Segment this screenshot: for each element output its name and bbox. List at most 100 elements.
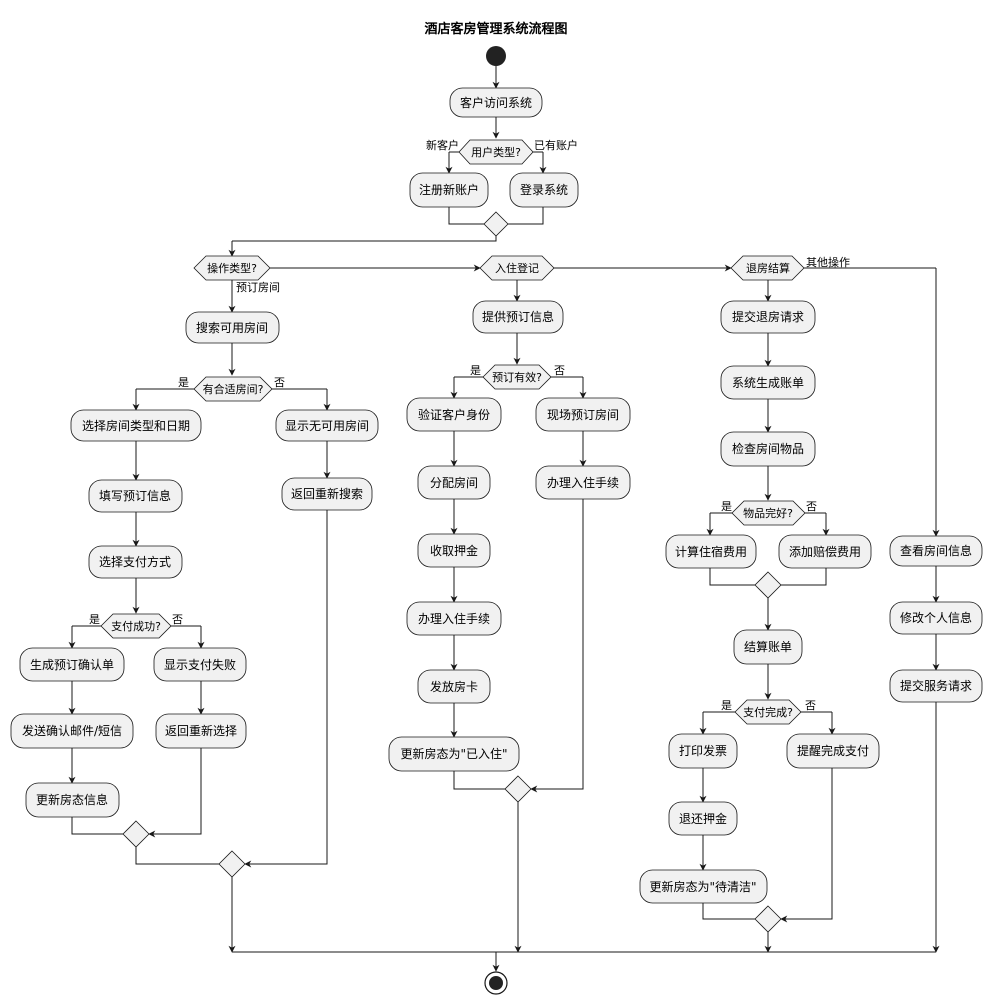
svg-text:发放房卡: 发放房卡 bbox=[430, 679, 478, 694]
node-issue-card: 发放房卡 bbox=[417, 669, 491, 704]
label-yes: 是 bbox=[178, 376, 189, 389]
diagram-title: 酒店客房管理系统流程图 bbox=[424, 21, 567, 37]
svg-text:更新房态为"已入住": 更新房态为"已入住" bbox=[400, 746, 507, 761]
svg-text:选择房间类型和日期: 选择房间类型和日期 bbox=[82, 418, 190, 433]
decision-pay-done: 支付完成? bbox=[734, 699, 802, 725]
svg-text:打印发票: 打印发票 bbox=[679, 743, 727, 758]
decision-checkout: 退房结算 bbox=[730, 255, 805, 281]
node-visit: 客户访问系统 bbox=[449, 87, 543, 118]
svg-text:系统生成账单: 系统生成账单 bbox=[732, 376, 804, 390]
svg-text:入住登记: 入住登记 bbox=[495, 261, 539, 275]
label-no: 否 bbox=[172, 613, 183, 626]
node-verify-id: 验证客户身份 bbox=[406, 397, 502, 432]
decision-items-ok: 物品完好? bbox=[731, 500, 806, 526]
node-send-confirm: 发送确认邮件/短信 bbox=[10, 713, 134, 749]
node-submit-checkout: 提交退房请求 bbox=[720, 300, 816, 334]
svg-text:计算住宿费用: 计算住宿费用 bbox=[675, 544, 747, 559]
node-gen-bill: 系统生成账单 bbox=[720, 365, 816, 400]
svg-text:更新房态信息: 更新房态信息 bbox=[36, 792, 108, 807]
node-walkin-booking: 现场预订房间 bbox=[535, 397, 631, 432]
label-yes: 是 bbox=[89, 613, 100, 626]
merge-booking bbox=[218, 850, 246, 878]
svg-text:提供预订信息: 提供预订信息 bbox=[482, 309, 554, 324]
svg-text:选择支付方式: 选择支付方式 bbox=[99, 554, 171, 569]
node-select-payment: 选择支付方式 bbox=[88, 545, 183, 579]
decision-user-type: 用户类型? bbox=[458, 139, 534, 165]
node-check-items: 检查房间物品 bbox=[720, 431, 816, 467]
decision-room-ok: 有合适房间? bbox=[193, 376, 273, 402]
node-register: 注册新账户 bbox=[409, 172, 489, 208]
node-submit-service: 提交服务请求 bbox=[889, 669, 983, 703]
svg-text:提醒完成支付: 提醒完成支付 bbox=[797, 743, 869, 758]
node-edit-profile: 修改个人信息 bbox=[889, 601, 983, 635]
node-do-checkin: 办理入住手续 bbox=[406, 601, 502, 636]
node-calc-stay: 计算住宿费用 bbox=[665, 534, 757, 569]
label-yes: 是 bbox=[721, 500, 732, 513]
label-yes: 是 bbox=[721, 699, 732, 712]
svg-text:修改个人信息: 修改个人信息 bbox=[900, 610, 972, 625]
svg-text:提交服务请求: 提交服务请求 bbox=[900, 678, 972, 693]
svg-text:添加赔偿费用: 添加赔偿费用 bbox=[789, 544, 861, 559]
end-node bbox=[484, 971, 508, 995]
svg-text:收取押金: 收取押金 bbox=[430, 543, 478, 558]
node-assign-room: 分配房间 bbox=[417, 465, 491, 500]
svg-text:注册新账户: 注册新账户 bbox=[419, 182, 479, 197]
label-new-customer: 新客户 bbox=[426, 138, 459, 152]
svg-text:提交退房请求: 提交退房请求 bbox=[732, 309, 804, 324]
svg-text:登录系统: 登录系统 bbox=[520, 182, 568, 197]
node-select-room: 选择房间类型和日期 bbox=[70, 409, 202, 442]
svg-text:生成预订确认单: 生成预订确认单 bbox=[30, 658, 114, 672]
label-yes: 是 bbox=[470, 364, 481, 377]
node-back-research: 返回重新搜索 bbox=[281, 477, 373, 511]
svg-text:办理入住手续: 办理入住手续 bbox=[547, 475, 619, 490]
svg-text:用户类型?: 用户类型? bbox=[471, 145, 521, 159]
node-add-damage: 添加赔偿费用 bbox=[778, 534, 872, 569]
svg-text:返回重新搜索: 返回重新搜索 bbox=[291, 486, 363, 501]
node-collect-deposit: 收取押金 bbox=[417, 533, 491, 568]
decision-booking-valid: 预订有效? bbox=[482, 364, 552, 390]
edges bbox=[68, 66, 940, 972]
svg-text:退房结算: 退房结算 bbox=[746, 261, 790, 275]
label-book-room: 预订房间 bbox=[236, 281, 280, 294]
label-has-account: 已有账户 bbox=[534, 138, 578, 152]
node-show-pay-fail: 显示支付失败 bbox=[153, 647, 247, 682]
node-settle-bill: 结算账单 bbox=[733, 629, 803, 665]
svg-text:分配房间: 分配房间 bbox=[430, 475, 478, 490]
svg-text:物品完好?: 物品完好? bbox=[743, 506, 793, 520]
svg-text:操作类型?: 操作类型? bbox=[207, 261, 257, 275]
node-back-reselect: 返回重新选择 bbox=[155, 713, 247, 749]
merge-items bbox=[754, 571, 782, 599]
node-walkin-checkin: 办理入住手续 bbox=[535, 465, 631, 500]
svg-text:支付完成?: 支付完成? bbox=[743, 705, 793, 719]
decision-checkin: 入住登记 bbox=[479, 255, 555, 281]
svg-text:结算账单: 结算账单 bbox=[744, 639, 792, 654]
node-update-cleaning: 更新房态为"待清洁" bbox=[639, 869, 768, 904]
svg-text:搜索可用房间: 搜索可用房间 bbox=[196, 320, 268, 335]
svg-text:退还押金: 退还押金 bbox=[679, 811, 727, 826]
label-no: 否 bbox=[274, 376, 285, 389]
decision-pay-ok: 支付成功? bbox=[100, 613, 172, 639]
merge-checkout bbox=[754, 905, 782, 933]
merge-pay bbox=[122, 820, 150, 848]
node-login: 登录系统 bbox=[509, 172, 579, 208]
node-print-invoice: 打印发票 bbox=[668, 733, 738, 769]
label-no: 否 bbox=[805, 699, 816, 712]
label-other-ops: 其他操作 bbox=[806, 255, 850, 269]
label-no: 否 bbox=[806, 500, 817, 513]
node-update-checkedin: 更新房态为"已入住" bbox=[388, 736, 520, 772]
node-fill-booking: 填写预订信息 bbox=[88, 479, 183, 513]
svg-text:更新房态为"待清洁": 更新房态为"待清洁" bbox=[649, 879, 756, 894]
merge-login bbox=[483, 211, 509, 237]
svg-text:现场预订房间: 现场预订房间 bbox=[547, 407, 619, 422]
decision-op-type: 操作类型? bbox=[193, 255, 271, 281]
edge-labels: 新客户 已有账户 预订房间 其他操作 是 否 是 否 是 否 是 否 是 否 bbox=[89, 138, 850, 712]
node-provide-booking: 提供预订信息 bbox=[472, 300, 564, 334]
svg-text:预订有效?: 预订有效? bbox=[492, 370, 542, 384]
node-update-room-info: 更新房态信息 bbox=[25, 782, 120, 818]
svg-text:检查房间物品: 检查房间物品 bbox=[732, 441, 804, 456]
node-view-room: 查看房间信息 bbox=[889, 535, 983, 567]
node-show-no-rooms: 显示无可用房间 bbox=[275, 409, 379, 442]
svg-text:支付成功?: 支付成功? bbox=[111, 620, 161, 633]
svg-text:显示支付失败: 显示支付失败 bbox=[164, 657, 236, 672]
node-search-rooms: 搜索可用房间 bbox=[185, 311, 280, 344]
